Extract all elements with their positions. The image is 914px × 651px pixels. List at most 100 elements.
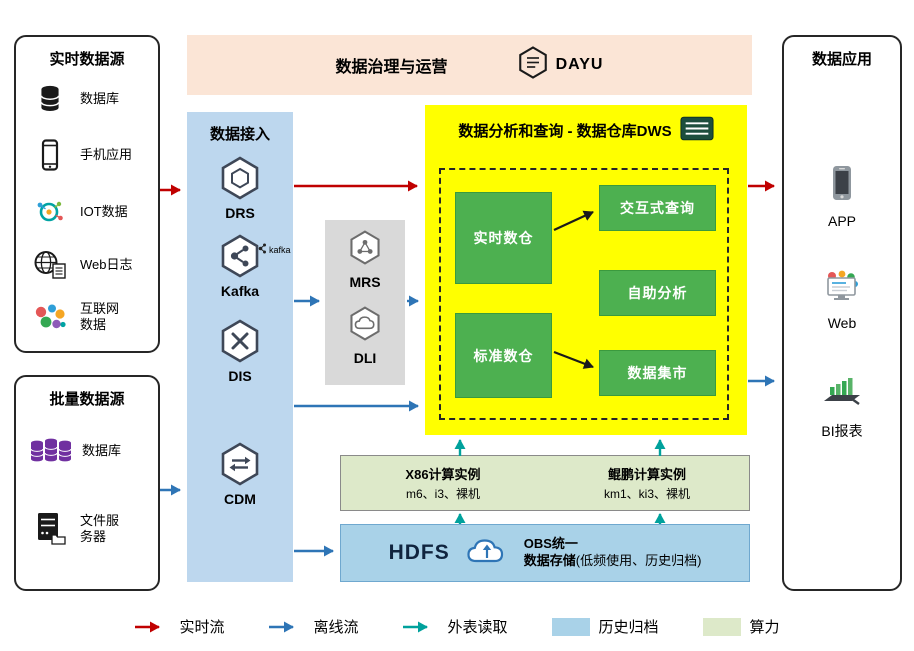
compute-power-swatch <box>702 617 741 636</box>
source-label: 手机应用 <box>80 146 133 162</box>
ingestion-label: DIS <box>228 368 252 384</box>
compute-group-title: 鲲鹏计算实例 <box>607 467 686 482</box>
kafka-side-text: kafka <box>269 244 291 255</box>
legend-label: 实时流 <box>179 619 225 636</box>
file-server-icon <box>29 511 71 547</box>
application-label: Web <box>827 315 857 331</box>
web-monitor-icon <box>822 269 862 308</box>
banner-title: 数据治理与运营 <box>335 59 448 76</box>
realtime-flow-arrow-icon <box>135 621 161 632</box>
drs-hexagon-icon <box>220 156 260 200</box>
kafka-logo-icon <box>258 243 267 256</box>
dayu-logo-text: DAYU <box>555 56 604 73</box>
realtime-sources-title: 实时数据源 <box>49 51 125 68</box>
legend-item-realtime-flow: 实时流 <box>134 616 224 637</box>
obs-line1: OBS统一 <box>523 536 578 552</box>
source-item-database: 数据库 <box>29 77 154 121</box>
application-item-bi: BI报表 <box>784 375 900 441</box>
obs-line2: 数据存储 <box>523 553 576 568</box>
dws-node-standard-warehouse: 标准数仓 <box>455 313 552 398</box>
dayu-logo: DAYU <box>518 46 604 84</box>
service-item-mrs: MRS <box>325 230 405 290</box>
batch-sources-title: 批量数据源 <box>49 391 125 408</box>
ingestion-item-cdm: CDM <box>187 442 293 507</box>
obs-storage-text: OBS统一 数据存储(低频使用、历史归档) <box>524 536 702 570</box>
application-label: BI报表 <box>821 423 863 439</box>
mrs-hexagon-icon <box>349 230 381 270</box>
compute-instances-panel: X86计算实例 m6、i3、裸机 鲲鹏计算实例 km1、ki3、裸机 <box>340 455 750 511</box>
applications-panel: 数据应用 APP Web BI报表 <box>782 35 902 591</box>
history-archive-swatch <box>551 617 590 636</box>
legend-label: 历史归档 <box>598 619 659 636</box>
offline-flow-arrow-icon <box>269 621 295 632</box>
legend: 实时流 离线流 外表读取 历史归档 算力 <box>0 616 914 637</box>
source-label: 数据库 <box>82 442 122 458</box>
legend-label: 外表读取 <box>447 619 508 636</box>
dws-node-interactive-query: 交互式查询 <box>599 185 716 231</box>
ingestion-item-dis: DIS <box>187 319 293 384</box>
ingestion-label: CDM <box>224 491 256 507</box>
dli-hexagon-icon <box>349 306 381 346</box>
application-item-web: Web <box>784 269 900 331</box>
legend-item-compute-power: 算力 <box>702 616 780 637</box>
service-label: DLI <box>353 350 377 366</box>
external-read-arrow-icon <box>403 621 429 632</box>
dws-panel: 数据分析和查询 - 数据仓库DWS 实时数仓 标准数仓 交互式查询 自助分析 数… <box>425 105 747 435</box>
purple-database-cluster-icon <box>29 435 73 467</box>
source-label: IOT数据 <box>80 203 128 219</box>
source-item-batch-database: 数据库 <box>29 427 154 475</box>
web-globe-icon <box>29 250 71 280</box>
dws-title: 数据分析和查询 - 数据仓库DWS <box>458 123 672 140</box>
storage-panel: HDFS OBS统一 数据存储(低频使用、历史归档) <box>340 524 750 582</box>
internet-data-icon <box>29 302 71 332</box>
source-label: 互联网数据 <box>80 300 120 332</box>
obs-note: (低频使用、历史归档) <box>575 553 702 568</box>
legend-label: 算力 <box>749 619 780 636</box>
legend-label: 离线流 <box>313 619 359 636</box>
application-label: APP <box>827 213 856 229</box>
source-item-iot: IOT数据 <box>29 190 154 234</box>
compute-group-subtitle: m6、i3、裸机 <box>405 487 480 501</box>
service-item-dli: DLI <box>325 306 405 366</box>
compute-group-subtitle: km1、ki3、裸机 <box>603 487 690 501</box>
kafka-hexagon-icon: kafka <box>220 234 291 278</box>
legend-item-offline-flow: 离线流 <box>268 616 358 637</box>
batch-sources-panel: 批量数据源 数据库 文件服务器 <box>14 375 160 591</box>
dayu-hexagon-icon <box>518 46 548 84</box>
bi-report-icon <box>822 375 862 414</box>
mobile-phone-icon <box>29 139 71 171</box>
ingestion-item-drs: DRS <box>187 156 293 221</box>
cdm-hexagon-icon <box>220 442 260 486</box>
iot-icon <box>29 197 71 227</box>
governance-banner: 数据治理与运营 DAYU <box>187 35 752 95</box>
source-item-weblog: Web日志 <box>29 243 154 287</box>
x86-compute-group: X86计算实例 m6、i3、裸机 <box>341 456 545 510</box>
kunpeng-compute-group: 鲲鹏计算实例 km1、ki3、裸机 <box>545 456 749 510</box>
source-item-file-server: 文件服务器 <box>29 505 154 553</box>
ingestion-title: 数据接入 <box>209 126 270 143</box>
hdfs-label: HDFS <box>388 541 450 564</box>
ingestion-item-kafka: kafka Kafka <box>187 234 293 299</box>
source-label: 数据库 <box>80 90 120 106</box>
ingestion-panel: 数据接入 DRS kafka Kafka DIS <box>187 112 293 582</box>
dws-title-row: 数据分析和查询 - 数据仓库DWS <box>425 116 747 145</box>
application-item-app: APP <box>784 165 900 229</box>
legend-item-history-archive: 历史归档 <box>551 616 659 637</box>
dws-document-icon <box>680 116 714 145</box>
obs-cloud-upload-icon <box>464 535 510 572</box>
database-icon <box>29 84 71 114</box>
ingestion-label: Kafka <box>220 283 260 299</box>
applications-title: 数据应用 <box>811 51 872 68</box>
service-label: MRS <box>349 274 381 290</box>
dws-node-self-service-analysis: 自助分析 <box>599 270 716 316</box>
legend-item-external-read: 外表读取 <box>402 616 508 637</box>
dis-hexagon-icon <box>220 319 260 363</box>
realtime-sources-panel: 实时数据源 数据库 手机应用 IOT数据 Web日志 <box>14 35 160 353</box>
source-item-internet: 互联网数据 <box>29 295 154 339</box>
source-label: 文件服务器 <box>80 512 120 544</box>
dws-node-realtime-warehouse: 实时数仓 <box>455 192 552 284</box>
source-label: Web日志 <box>80 256 133 272</box>
compute-group-title: X86计算实例 <box>405 467 481 482</box>
dws-node-data-mart: 数据集市 <box>599 350 716 396</box>
